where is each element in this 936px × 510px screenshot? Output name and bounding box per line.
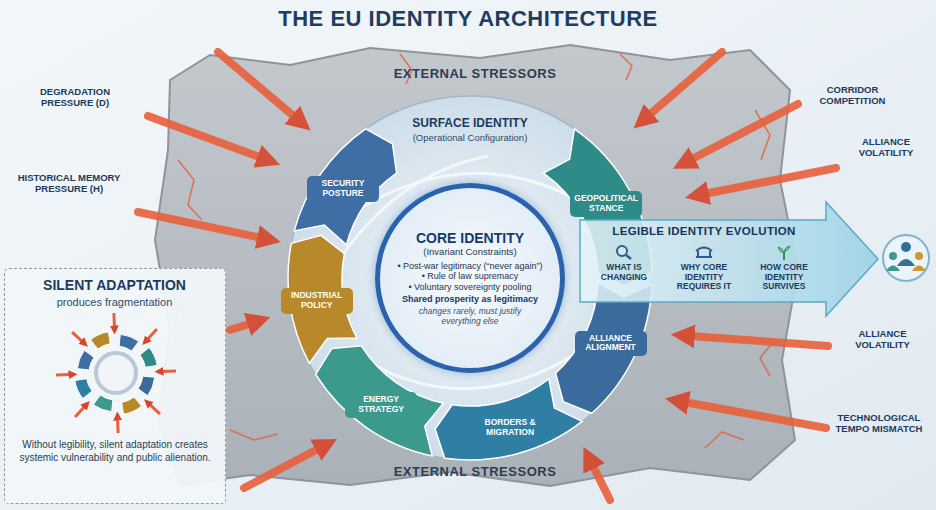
geopolitical-segment: GEOPOLITICAL STANCE (570, 191, 642, 217)
alliance-segment: ALLIANCE ALIGNMENT (575, 331, 647, 357)
stressor-label: CORRIDOR COMPETITION (805, 84, 900, 107)
node-text: • Voluntary sovereignty pooling (395, 282, 545, 293)
node-text: BORDERS & MIGRATION (477, 418, 543, 438)
borders-segment: BORDERS & MIGRATION (474, 415, 546, 441)
stressor-label: TECHNOLOGICAL TEMPO MISMATCH (828, 412, 930, 435)
node-text: (Invariant Constraints) (395, 246, 545, 257)
stressor-label: ALLIANCE VOLATILITY (840, 136, 932, 159)
node-text: GEOPOLITICAL STANCE (573, 194, 639, 214)
node-text: WHY CORE IDENTITY REQUIRES IT (666, 263, 742, 292)
node-text: EXTERNAL STRESSORS (350, 464, 600, 479)
security-segment: SECURITY POSTURE (307, 176, 379, 202)
stressor-label: ALLIANCE VOLATILITY (835, 328, 930, 351)
node-text: Without legibility, silent adaptation cr… (13, 439, 217, 464)
step-icon (615, 244, 633, 261)
node-text: changes rarely, must justify everything … (400, 307, 540, 327)
node-text: EXTERNAL STRESSORS (350, 66, 600, 81)
stressor-label: HISTORICAL MEMORY PRESSURE (H) (14, 172, 124, 195)
node-text: SILENT ADAPTATION (5, 277, 224, 293)
node-text: SECURITY POSTURE (310, 179, 376, 199)
step-icon (775, 244, 793, 261)
silent-adaptation-box: SILENT ADAPTATION produces fragmentationW… (4, 268, 226, 504)
step-icon (695, 244, 713, 261)
node-text: HOW CORE IDENTITY SURVIVES (746, 263, 822, 292)
node-text: produces fragmentation (5, 296, 224, 308)
evolution-step: HOW CORE IDENTITY SURVIVES (746, 244, 822, 292)
industrial-segment: INDUSTRIAL POLICY (281, 288, 353, 314)
node-text: Shared prosperity as legitimacy (395, 294, 545, 305)
people-icon (883, 235, 929, 281)
node-text: CORE IDENTITY (395, 230, 545, 246)
diagram-title: THE EU IDENTITY ARCHITECTURE (0, 6, 936, 32)
node-text: SURFACE IDENTITY (370, 116, 570, 130)
node-text: (Operational Configuration) (370, 132, 570, 143)
evolution-step: WHY CORE IDENTITY REQUIRES IT (666, 244, 742, 292)
node-text: LEGIBLE IDENTITY EVOLUTION (584, 225, 824, 237)
node-text: • Rule of law supremacy (395, 271, 545, 282)
stressor-label: DEGRADATION PRESSURE (D) (20, 86, 130, 109)
core-identity-circle: CORE IDENTITY(Invariant Constraints) • Po… (375, 183, 565, 373)
node-text: ALLIANCE ALIGNMENT (578, 334, 644, 354)
node-text: INDUSTRIAL POLICY (284, 291, 350, 311)
legible-evolution-arrow: LEGIBLE IDENTITY EVOLUTION WHAT IS CHANGI… (580, 194, 880, 318)
node-text: WHAT IS CHANGING (586, 263, 662, 282)
node-text: ENERGY STRATEGY (348, 395, 414, 415)
node-text: • Post-war legitimacy (“never again”) (395, 261, 545, 272)
energy-segment: ENERGY STRATEGY (345, 392, 417, 418)
evolution-step: WHAT IS CHANGING (586, 244, 662, 282)
